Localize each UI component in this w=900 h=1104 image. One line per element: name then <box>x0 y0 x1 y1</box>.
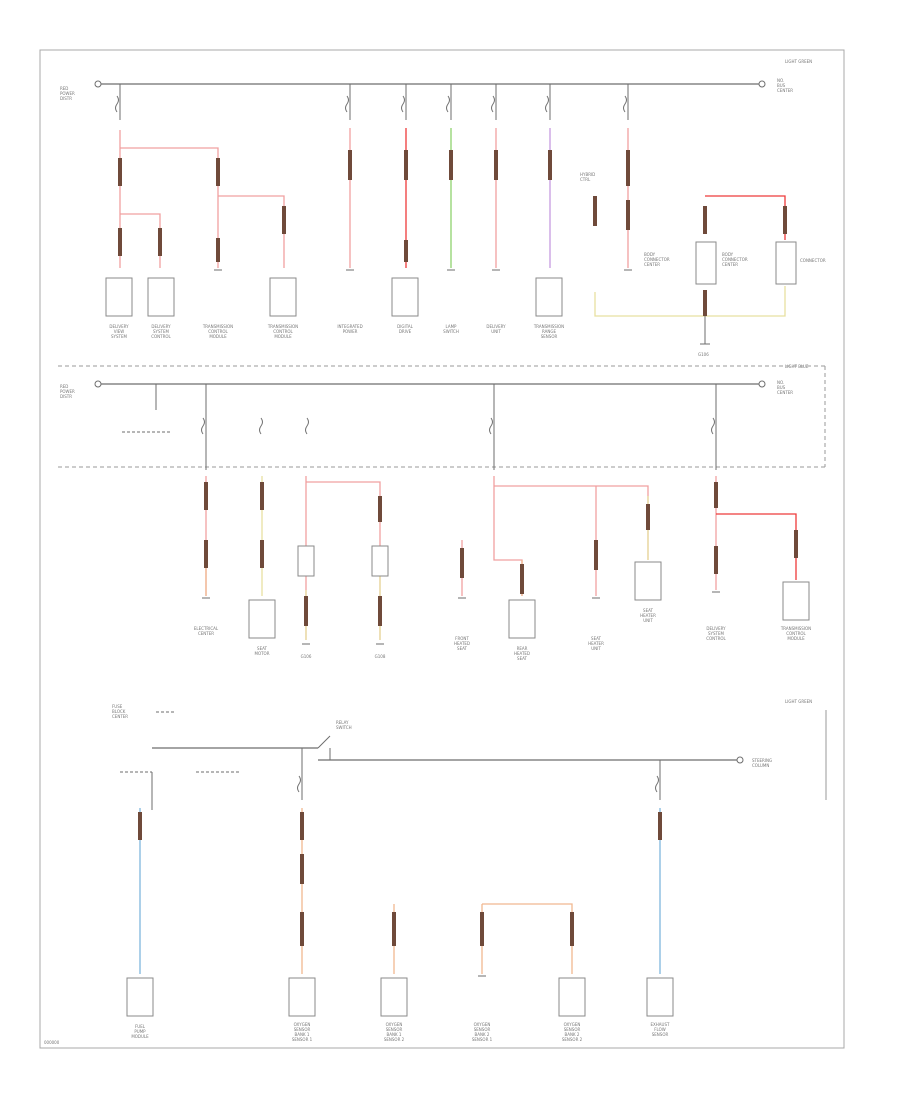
bottom-mid-label: RELAY SWITCH <box>336 720 352 730</box>
wire-pink-c4 <box>218 195 285 268</box>
middle-component-box-m8 <box>634 561 662 601</box>
relay-switch-symbol <box>317 735 331 760</box>
middle-bus-left-terminal <box>94 380 102 388</box>
block-ground-label: G106 <box>698 352 709 357</box>
wire-yellow-block <box>594 286 786 317</box>
bottom-component-box-b2 <box>288 977 316 1017</box>
bottom-component-box-b5 <box>558 977 586 1017</box>
diagram-frame <box>39 49 845 1049</box>
footer-code: 000000 <box>44 1040 60 1045</box>
bottom-right-source-label: STEERING COLUMN <box>752 758 773 768</box>
top-block-box-left <box>695 241 717 285</box>
top-component-box-c9 <box>535 277 563 317</box>
section-tag-bottom: LIGHT GREEN <box>785 699 812 704</box>
middle-component-box-m6 <box>508 599 536 639</box>
wire-pink-c2 <box>120 213 161 268</box>
top-section: RED POWER DISTR NO. BUS CENTER <box>60 78 826 357</box>
top-component-box-c1 <box>105 277 133 317</box>
middle-section: RED POWER DISTR NO. BUS CENTER <box>60 380 811 661</box>
bottom-bus-right-terminal <box>736 756 744 764</box>
middle-right-source-label: NO. BUS CENTER <box>777 380 793 395</box>
top-bus-right-terminal <box>758 80 766 88</box>
top-component-box-c2 <box>147 277 175 317</box>
top-left-source-label: RED POWER DISTR <box>60 86 76 101</box>
label-m3: G106 <box>301 654 312 659</box>
wire-red-block-top <box>705 195 786 240</box>
middle-bus-right-terminal <box>758 380 766 388</box>
bottom-left-source-label: FUSE BLOCK CENTER <box>112 704 128 719</box>
wire-pink-branch <box>120 147 219 268</box>
bottom-component-box-b3 <box>380 977 408 1017</box>
bottom-component-box-b1 <box>126 977 154 1017</box>
section-tag-top: LIGHT GREEN <box>785 59 812 64</box>
top-bus-left-terminal <box>94 80 102 88</box>
middle-component-box-m10 <box>782 581 810 621</box>
middle-left-source-label: RED POWER DISTR <box>60 384 76 399</box>
top-right-source-label: NO. BUS CENTER <box>777 78 793 93</box>
top-fuse-symbols <box>115 95 627 113</box>
top-component-box-c4 <box>269 277 297 317</box>
bottom-component-box-b6 <box>646 977 674 1017</box>
bottom-section: FUSE BLOCK CENTER RELAY SWITCH STEERING … <box>112 704 827 1042</box>
top-component-box-c6 <box>391 277 419 317</box>
top-block-box-right <box>775 241 797 285</box>
middle-component-box-m2 <box>248 599 276 639</box>
label-m4: G108 <box>375 654 386 659</box>
block-right-label: CONNECTOR <box>800 258 826 263</box>
